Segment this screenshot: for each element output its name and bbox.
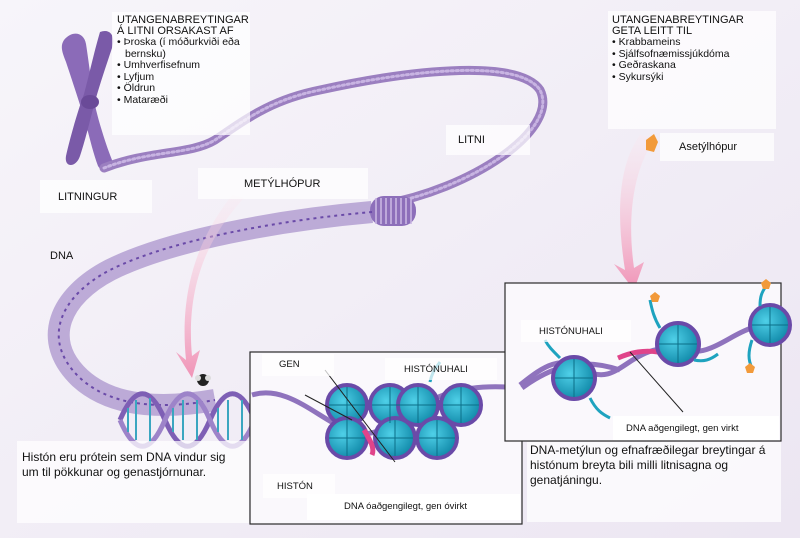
histones-caption: Histón eru prótein sem DNA vindur sig um… <box>22 450 226 479</box>
acetyl-groups <box>646 134 771 373</box>
histones-caption-box <box>17 441 249 523</box>
histone-label: HISTÓN <box>277 481 313 492</box>
methyl-label: METÝLHÓPUR <box>244 178 321 190</box>
histone-tail-right-label: HISTÓNUHALI <box>539 326 603 337</box>
inactive-caption-box <box>307 494 520 520</box>
methylation-caption: DNA-metýlun og efnafræðilegar breytingar… <box>530 443 766 487</box>
inset-open-chromatin <box>504 282 782 442</box>
chromatin-coil <box>370 196 416 226</box>
active-caption: DNA aðgengilegt, gen virkt <box>626 423 739 434</box>
methyl-arrow <box>176 195 244 378</box>
inactive-caption: DNA óaðgengilegt, gen óvirkt <box>344 501 468 512</box>
acetyl-label: Asetýlhópur <box>679 141 738 153</box>
effects-panel: UTANGENABREYTINGAR GETA LEITT TIL Krabba… <box>612 15 772 83</box>
acetyl-label-box <box>660 133 774 161</box>
histone-open <box>543 285 792 420</box>
acetyl-arrow <box>614 135 655 290</box>
causes-list: Þroska (í móðurkviði eða bernsku) Umhver… <box>117 36 247 107</box>
effects-title: UTANGENABREYTINGAR GETA LEITT TIL <box>612 14 744 37</box>
chromatin-label-box <box>446 125 530 155</box>
effects-item: Krabbameins <box>612 36 772 49</box>
methyl-label-box <box>198 168 368 199</box>
histone-cluster <box>304 361 483 463</box>
histone-tail-right-box <box>521 320 631 342</box>
effects-item: Sjálfsofnæmissjúkdóma <box>612 48 772 61</box>
methyl-group-marker <box>195 374 211 386</box>
chromosome-label: LITNINGUR <box>58 191 118 203</box>
effects-item: Geðraskana <box>612 59 772 72</box>
gene-label-box <box>262 354 334 376</box>
causes-panel: UTANGENABREYTINGAR Á LITNI ORSAKAST AF Þ… <box>117 14 249 107</box>
histone-tail-left-label: HISTÓNUHALI <box>404 364 468 375</box>
effects-list: Krabbameins Sjálfsofnæmissjúkdóma Geðras… <box>612 36 772 84</box>
effects-item: Sykursýki <box>612 71 772 84</box>
causes-item: Öldrun <box>117 82 247 95</box>
causes-title: UTANGENABREYTINGAR Á LITNI ORSAKAST AF <box>117 14 249 37</box>
chromosome-label-box <box>40 180 152 213</box>
causes-item: Lyfjum <box>117 71 247 84</box>
causes-item: Þroska (í móðurkviði eða bernsku) <box>117 36 247 60</box>
methylation-caption-box <box>527 442 781 522</box>
causes-item: Mataræði <box>117 94 247 107</box>
histone-tail-left-box <box>385 358 497 380</box>
dna-label: DNA <box>50 250 74 262</box>
chromatin-label: LITNI <box>458 134 485 146</box>
chromosome-shape <box>61 30 114 172</box>
causes-item: Umhverfisefnum <box>117 59 247 72</box>
active-caption-box <box>613 416 779 440</box>
gene-label: GEN <box>279 359 300 370</box>
